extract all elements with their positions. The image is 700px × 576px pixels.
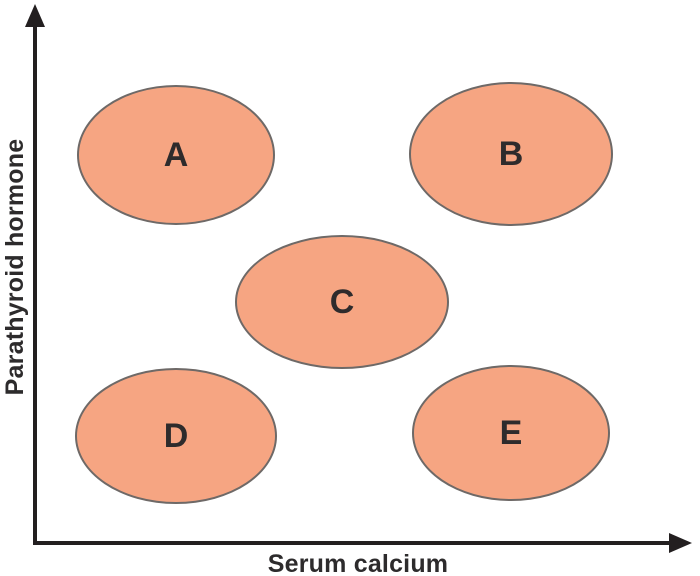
y-axis-line xyxy=(33,18,37,545)
x-axis-arrowhead-icon xyxy=(669,533,692,553)
ellipse-region-A: A xyxy=(77,85,275,225)
y-axis-arrowhead-icon xyxy=(25,4,45,27)
ellipse-region-D: D xyxy=(75,368,277,504)
x-axis-line xyxy=(33,541,673,545)
ellipse-region-C: C xyxy=(235,235,449,369)
y-axis-label: Parathyroid hormone xyxy=(1,138,29,396)
ellipse-label: A xyxy=(163,135,189,174)
ellipse-label: B xyxy=(498,134,524,173)
ellipse-region-B: B xyxy=(409,82,613,226)
ellipse-label: D xyxy=(163,416,189,455)
x-axis-label: Serum calcium xyxy=(267,550,449,576)
ellipse-label: E xyxy=(499,413,523,452)
ellipse-region-E: E xyxy=(412,365,610,501)
ellipse-label: C xyxy=(329,282,355,321)
